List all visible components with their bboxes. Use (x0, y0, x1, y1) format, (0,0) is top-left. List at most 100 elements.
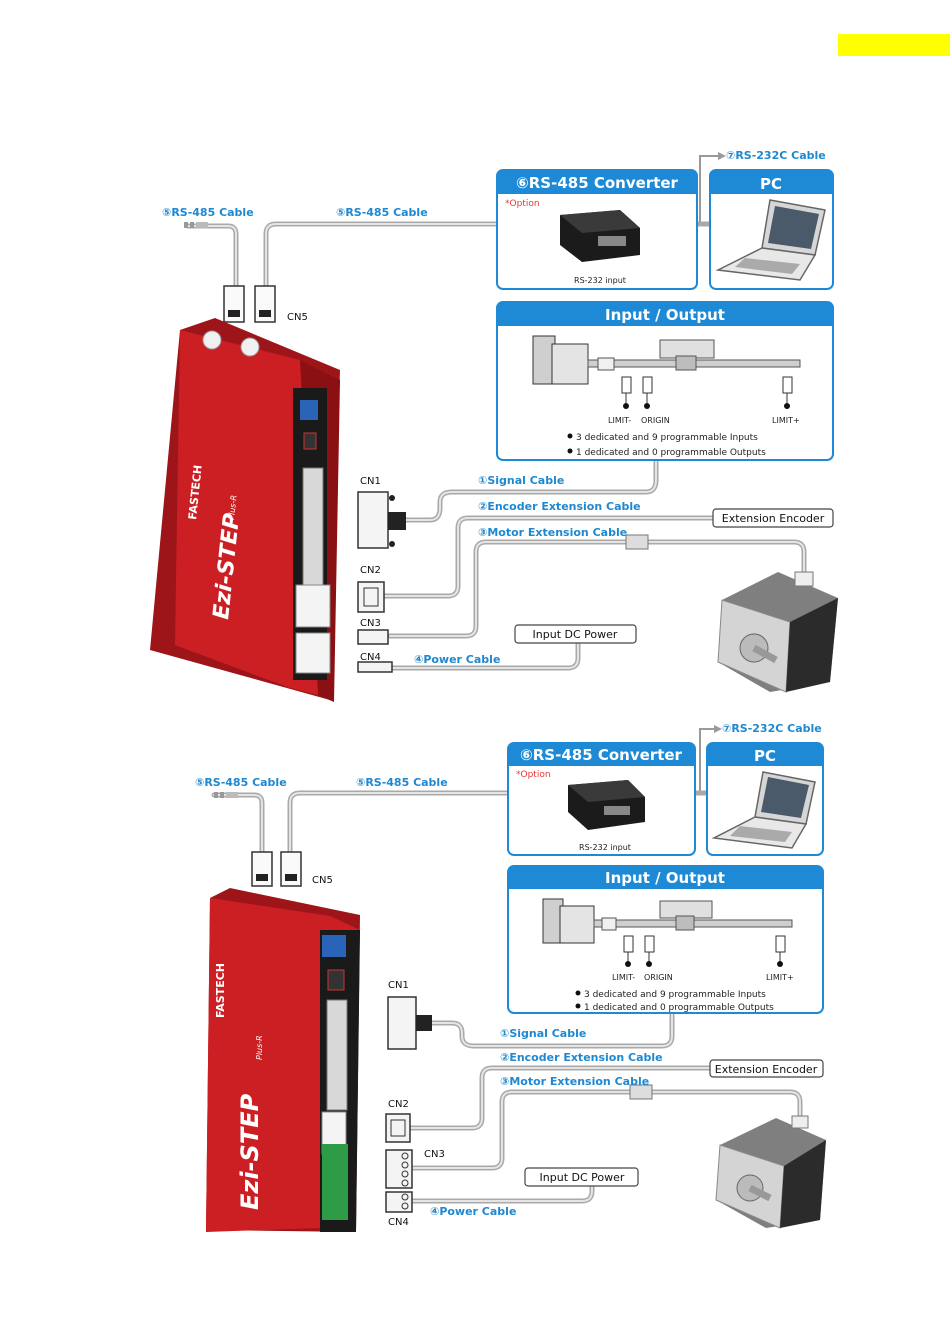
pc-title-2: PC (754, 747, 776, 765)
sensor-icons-2 (623, 935, 786, 967)
cn4-connector-2 (385, 1191, 413, 1213)
input-dc-power-label: Input DC Power (533, 628, 618, 641)
cn3-connector (357, 629, 389, 645)
limit-plus-label-2: LIMIT+ (766, 973, 794, 982)
rs232c-arrow-head (718, 152, 726, 160)
diagram-2: FASTECH Ezi-STEP Plus-R ⑥RS-485 Converte… (195, 722, 826, 1232)
converter-device (560, 210, 640, 262)
driver-product-suffix: Plus-R (227, 495, 239, 521)
power-cable-label-2: ④Power Cable (430, 1205, 516, 1218)
rs485-cable-left (185, 223, 239, 291)
inputs-note-2: 3 dedicated and 9 programmable Inputs (584, 990, 766, 1000)
rs485-cable-right-2 (287, 790, 511, 855)
rs232c-arrow-line-2 (699, 728, 714, 791)
rs232c-arrow-line (699, 155, 718, 222)
motor-cable-label: ③Motor Extension Cable (478, 526, 627, 539)
limit-minus-label: LIMIT- (608, 416, 631, 425)
limit-minus-label-2: LIMIT- (612, 973, 635, 982)
limit-plus-label: LIMIT+ (772, 416, 800, 425)
motor-cable-label-2: ③Motor Extension Cable (500, 1075, 649, 1088)
yellow-tab (838, 34, 950, 56)
converter-input-label: RS-232 input (574, 276, 626, 285)
cn1-label: CN1 (360, 476, 381, 487)
driver-product-suffix-2: Plus-R (255, 1035, 264, 1060)
cn5-label-2: CN5 (312, 875, 333, 886)
ballscrew-icon-2 (593, 900, 793, 931)
io-panel: Input / Output LIMIT- ORIGIN LIM (496, 301, 834, 461)
converter-input-label-2: RS-232 input (579, 843, 631, 852)
pc-panel-2: PC (706, 742, 824, 856)
extension-encoder-label: Extension Encoder (722, 512, 825, 525)
converter-panel-2: ⑥RS-485 Converter *Option RS-232 input (507, 742, 696, 856)
io-title: Input / Output (605, 306, 725, 324)
io-motor-icon-2 (542, 898, 595, 944)
converter-title: ⑥RS-485 Converter (516, 174, 678, 192)
laptop-icon (715, 199, 826, 281)
input-dc-power-box (514, 624, 637, 644)
cn1-connector (357, 491, 406, 549)
cn3-connector-2 (385, 1149, 413, 1189)
power-cable-label: ④Power Cable (414, 653, 500, 666)
extension-encoder-box-2 (709, 1059, 824, 1078)
input-dc-power-label-2: Input DC Power (540, 1171, 625, 1184)
origin-label-2: ORIGIN (644, 973, 673, 982)
laptop-icon-2 (711, 771, 816, 849)
stepper-motor-2 (715, 1115, 826, 1229)
rs485-cable-left-label-2: ⑤RS-485 Cable (195, 776, 287, 789)
pc-title: PC (760, 175, 782, 193)
driver-unit-2: FASTECH Ezi-STEP Plus-R (206, 888, 360, 1232)
origin-label: ORIGIN (641, 416, 670, 425)
rs232c-cable-label-2: ⑦RS-232C Cable (722, 722, 822, 735)
driver-brand-2: FASTECH (214, 963, 227, 1018)
rs232c-arrow-head-2 (714, 725, 722, 733)
cn2-label: CN2 (360, 565, 381, 576)
extension-encoder-box (712, 508, 834, 528)
cn3-label: CN3 (360, 618, 381, 629)
cn4-label: CN4 (360, 652, 381, 663)
power-cable-2 (409, 1183, 595, 1204)
converter-title-2: ⑥RS-485 Converter (520, 746, 682, 764)
converter-device-2 (568, 780, 645, 830)
inputs-note: 3 dedicated and 9 programmable Inputs (576, 433, 758, 443)
rs485-cable-left-label: ⑤RS-485 Cable (162, 206, 254, 219)
cn1-connector-2 (387, 996, 432, 1050)
rs485-cable-right (263, 221, 500, 291)
motor-cable-connector-2 (629, 1084, 653, 1100)
rs485-connectors-2 (214, 792, 302, 887)
cn3-label-2: CN3 (424, 1149, 445, 1160)
signal-cable-label-2: ①Signal Cable (500, 1027, 586, 1040)
signal-cable-label: ①Signal Cable (478, 474, 564, 487)
rs485-cable-right-label: ⑤RS-485 Cable (336, 206, 428, 219)
rs485-cable-left-2 (211, 792, 265, 855)
outputs-note: 1 dedicated and 0 programmable Outputs (576, 448, 766, 458)
cn4-connector (357, 661, 393, 673)
ballscrew-icon (587, 339, 801, 371)
input-dc-power-box-2 (524, 1167, 639, 1187)
sensor-icons (621, 376, 793, 409)
io-title-2: Input / Output (605, 869, 725, 887)
stepper-motor (717, 571, 838, 693)
cn1-label-2: CN1 (388, 980, 409, 991)
cn2-connector (357, 581, 385, 613)
driver-brand: FASTECH (186, 464, 205, 520)
io-motor-icon (532, 335, 589, 385)
rs485-cable-right-label-2: ⑤RS-485 Cable (356, 776, 448, 789)
cn2-label-2: CN2 (388, 1099, 409, 1110)
cn2-connector-2 (385, 1113, 411, 1143)
cn4-label-2: CN4 (388, 1217, 409, 1228)
encoder-cable-label: ②Encoder Extension Cable (478, 500, 641, 513)
rs485-connectors (184, 222, 276, 323)
pc-panel: PC (709, 169, 834, 290)
converter-panel: ⑥RS-485 Converter *Option RS-232 input (496, 169, 698, 290)
converter-option: *Option (505, 199, 540, 209)
driver-product-2: Ezi-STEP (236, 1093, 264, 1210)
io-panel-2: Input / Output LIMIT- ORIGIN LIM (507, 865, 824, 1014)
rs232c-cable-label: ⑦RS-232C Cable (726, 149, 826, 162)
diagram-1: FASTECH Ezi-STEP Plus-R ⑥RS-485 Converte… (150, 149, 838, 702)
converter-option-2: *Option (516, 770, 551, 780)
encoder-cable-label-2: ②Encoder Extension Cable (500, 1051, 663, 1064)
outputs-note-2: 1 dedicated and 0 programmable Outputs (584, 1003, 774, 1013)
cn5-label: CN5 (287, 312, 308, 323)
motor-cable-connector (625, 534, 649, 550)
